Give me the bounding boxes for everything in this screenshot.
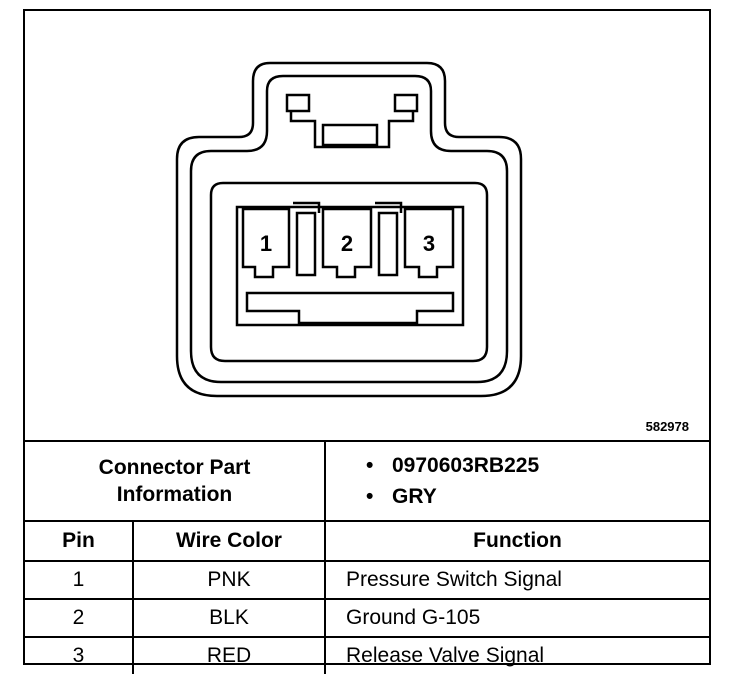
connector-part-label-cell: Connector Part Information	[25, 440, 326, 522]
latch-tab-right	[393, 93, 419, 113]
pin-label-3: 3	[423, 231, 435, 256]
rib-left	[295, 211, 317, 277]
function-cell: Ground G-105	[324, 598, 709, 638]
diagram-frame: 1 2 3 582978 Connector Part Information …	[23, 9, 711, 674]
connector-part-row: Connector Part Information •0970603RB225…	[25, 440, 709, 522]
pin-header: Pin	[25, 520, 134, 562]
connector-face-drawing: 1 2 3	[175, 61, 523, 398]
part-number-item: •0970603RB225	[366, 454, 540, 477]
part-number: 0970603RB225	[392, 454, 540, 477]
latch-frame	[289, 111, 415, 149]
rib-right-cap	[375, 201, 403, 213]
connector-part-values: •0970603RB225 •GRY	[324, 440, 709, 522]
pin-cavity-2	[321, 207, 373, 279]
table-row: 1 PNK Pressure Switch Signal	[25, 560, 709, 600]
rib-right	[377, 211, 399, 277]
latch-center-window	[321, 123, 379, 147]
part-color: GRY	[392, 485, 437, 508]
pin-label-1: 1	[260, 231, 272, 256]
table-row: 3 RED Release Valve Signal	[25, 636, 709, 674]
figure-number: 582978	[645, 419, 689, 434]
rib-left-cap	[293, 201, 321, 213]
pin-cavity-1	[241, 207, 291, 279]
pin-cell: 2	[25, 598, 134, 638]
pin-cell: 3	[25, 636, 134, 674]
latch-tab-left	[285, 93, 311, 113]
function-cell: Pressure Switch Signal	[324, 560, 709, 600]
cavity-outline-inner	[235, 205, 465, 327]
table-header-row: Pin Wire Color Function	[25, 520, 709, 562]
connector-diagram: 1 2 3 582978	[25, 11, 709, 439]
pin-cell: 1	[25, 560, 134, 600]
function-cell: Release Valve Signal	[324, 636, 709, 674]
pin-label-2: 2	[341, 231, 353, 256]
pin-cavity-3	[403, 207, 455, 279]
wire-color-header: Wire Color	[132, 520, 326, 562]
connector-table: Connector Part Information •0970603RB225…	[25, 440, 709, 674]
connector-outer-body	[175, 61, 523, 398]
table-row: 2 BLK Ground G-105	[25, 598, 709, 638]
connector-part-label: Connector Part Information	[98, 456, 251, 506]
cavity-outline-outer	[209, 181, 489, 363]
function-header: Function	[324, 520, 709, 562]
part-color-item: •GRY	[366, 485, 437, 508]
wire-color-cell: PNK	[132, 560, 326, 600]
wire-color-cell: RED	[132, 636, 326, 674]
connector-inner-body	[189, 74, 509, 384]
key-slot	[245, 291, 455, 325]
wire-color-cell: BLK	[132, 598, 326, 638]
